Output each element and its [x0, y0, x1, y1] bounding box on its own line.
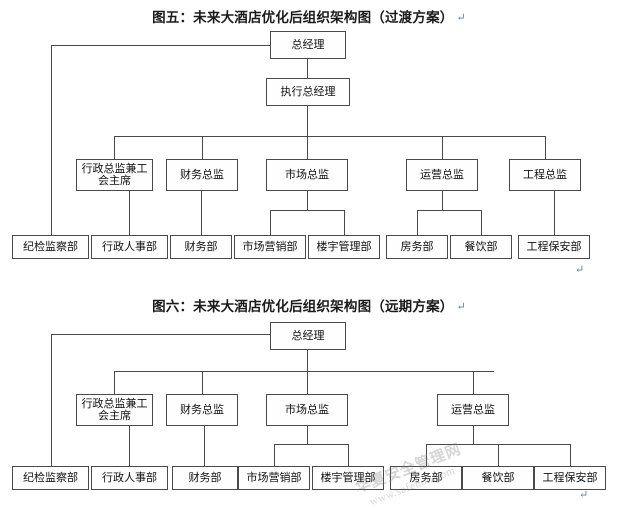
connector-gm-left-horizontal: [51, 45, 271, 46]
node2-director-marketing[interactable]: 市场总监: [266, 394, 348, 426]
node2-dept-building-management[interactable]: 楼宇管理部: [312, 466, 384, 490]
node2-dept-discipline-inspection[interactable]: 纪检监察部: [12, 466, 89, 490]
node-dept-food-beverage[interactable]: 餐饮部: [450, 235, 512, 259]
node-director-administration-union[interactable]: 行政总监兼工会主席: [76, 159, 153, 191]
connector2-drop-building-dept: [348, 444, 349, 466]
connector-finance-to-finance-dept: [201, 191, 202, 235]
node2-director-operations[interactable]: 运营总监: [437, 394, 509, 426]
pilcrow-mark-chart1-end: ↵: [575, 264, 585, 276]
connector-admin-to-hr-dept: [129, 191, 130, 235]
connector-drop-engineering-director: [545, 136, 546, 159]
node-dept-engineering-security[interactable]: 工程保安部: [518, 235, 590, 259]
node-director-finance[interactable]: 财务总监: [166, 159, 238, 191]
node2-dept-admin-hr[interactable]: 行政人事部: [91, 466, 168, 490]
connector-directors-bus: [114, 136, 545, 137]
node2-director-finance[interactable]: 财务总监: [166, 394, 238, 426]
chart-2-title: 图六：未来大酒店优化后组织架构图（远期方案）↵: [0, 295, 618, 315]
pilcrow-mark-2: ↵: [456, 301, 466, 313]
chart-1-title-text: 图五：未来大酒店优化后组织架构图（过渡方案）: [152, 10, 454, 25]
connector-marketing-bus: [270, 210, 344, 211]
node-dept-admin-hr[interactable]: 行政人事部: [91, 235, 168, 259]
connector-drop-fb-dept: [481, 210, 482, 235]
chart-2-title-text: 图六：未来大酒店优化后组织架构图（远期方案）: [152, 299, 454, 314]
connector2-gm-down: [307, 350, 308, 371]
connector2-drop-marketing-sales-dept: [274, 444, 275, 466]
node2-general-manager[interactable]: 总经理: [270, 322, 346, 350]
connector2-drop-fb-dept: [498, 444, 499, 466]
connector-drop-operations-director: [442, 136, 443, 159]
node-dept-building-management[interactable]: 楼宇管理部: [308, 235, 380, 259]
connector2-gm-left-horizontal: [51, 334, 271, 335]
connector-drop-marketing-sales-dept: [270, 210, 271, 235]
node-dept-finance[interactable]: 财务部: [170, 235, 232, 259]
connector2-marketing-bus: [274, 444, 348, 445]
connector-operations-bus: [417, 210, 481, 211]
connector2-drop-admin-director: [114, 371, 115, 394]
connector2-drop-marketing-director: [307, 371, 308, 394]
connector-egm-down: [307, 106, 308, 136]
pilcrow-mark-chart2-end: ↵: [579, 489, 589, 501]
connector2-drop-rooms-dept: [426, 444, 427, 466]
node2-dept-finance[interactable]: 财务部: [172, 466, 238, 490]
node-general-manager[interactable]: 总经理: [270, 31, 346, 59]
node-dept-rooms[interactable]: 房务部: [386, 235, 448, 259]
connector-operations-down: [442, 191, 443, 210]
node-executive-general-manager[interactable]: 执行总经理: [266, 78, 350, 106]
node-dept-discipline-inspection[interactable]: 纪检监察部: [12, 235, 89, 259]
connector-engineering-to-dept: [554, 191, 555, 235]
node-director-marketing[interactable]: 市场总监: [266, 159, 348, 191]
node-director-operations[interactable]: 运营总监: [406, 159, 478, 191]
connector-marketing-down: [307, 191, 308, 210]
node-director-engineering[interactable]: 工程总监: [509, 159, 581, 191]
connector2-finance-to-finance-dept: [204, 426, 205, 466]
node2-dept-engineering-security[interactable]: 工程保安部: [534, 466, 606, 490]
connector-drop-admin-director: [114, 136, 115, 159]
connector2-drop-finance-director: [202, 371, 203, 394]
node2-dept-rooms[interactable]: 房务部: [390, 466, 462, 490]
connector-gm-to-discipline-vertical: [51, 45, 52, 235]
connector2-gm-to-discipline-vertical: [51, 334, 52, 466]
connector2-marketing-down: [307, 426, 308, 444]
chart-1-trailing-pilcrow-wrap: ↵: [572, 262, 584, 278]
connector-drop-rooms-dept: [417, 210, 418, 235]
node2-dept-food-beverage[interactable]: 餐饮部: [462, 466, 534, 490]
connector-gm-to-egm: [307, 59, 308, 78]
pilcrow-mark: ↵: [456, 12, 466, 24]
chart-2-trailing-pilcrow-wrap: ↵: [576, 487, 588, 503]
node2-dept-marketing-sales[interactable]: 市场营销部: [238, 466, 310, 490]
connector2-directors-bus: [114, 371, 494, 372]
connector-drop-finance-director: [202, 136, 203, 159]
node2-director-administration-union[interactable]: 行政总监兼工会主席: [76, 394, 153, 426]
connector2-operations-down: [473, 426, 474, 444]
node-dept-marketing-sales[interactable]: 市场营销部: [234, 235, 306, 259]
connector2-drop-engineering-security-dept: [570, 444, 571, 466]
connector2-admin-to-hr-dept: [129, 426, 130, 466]
connector2-drop-operations-director: [473, 371, 474, 394]
chart-1-title: 图五：未来大酒店优化后组织架构图（过渡方案）↵: [0, 6, 618, 26]
connector-drop-building-dept: [344, 210, 345, 235]
connector-drop-marketing-director: [307, 136, 308, 159]
